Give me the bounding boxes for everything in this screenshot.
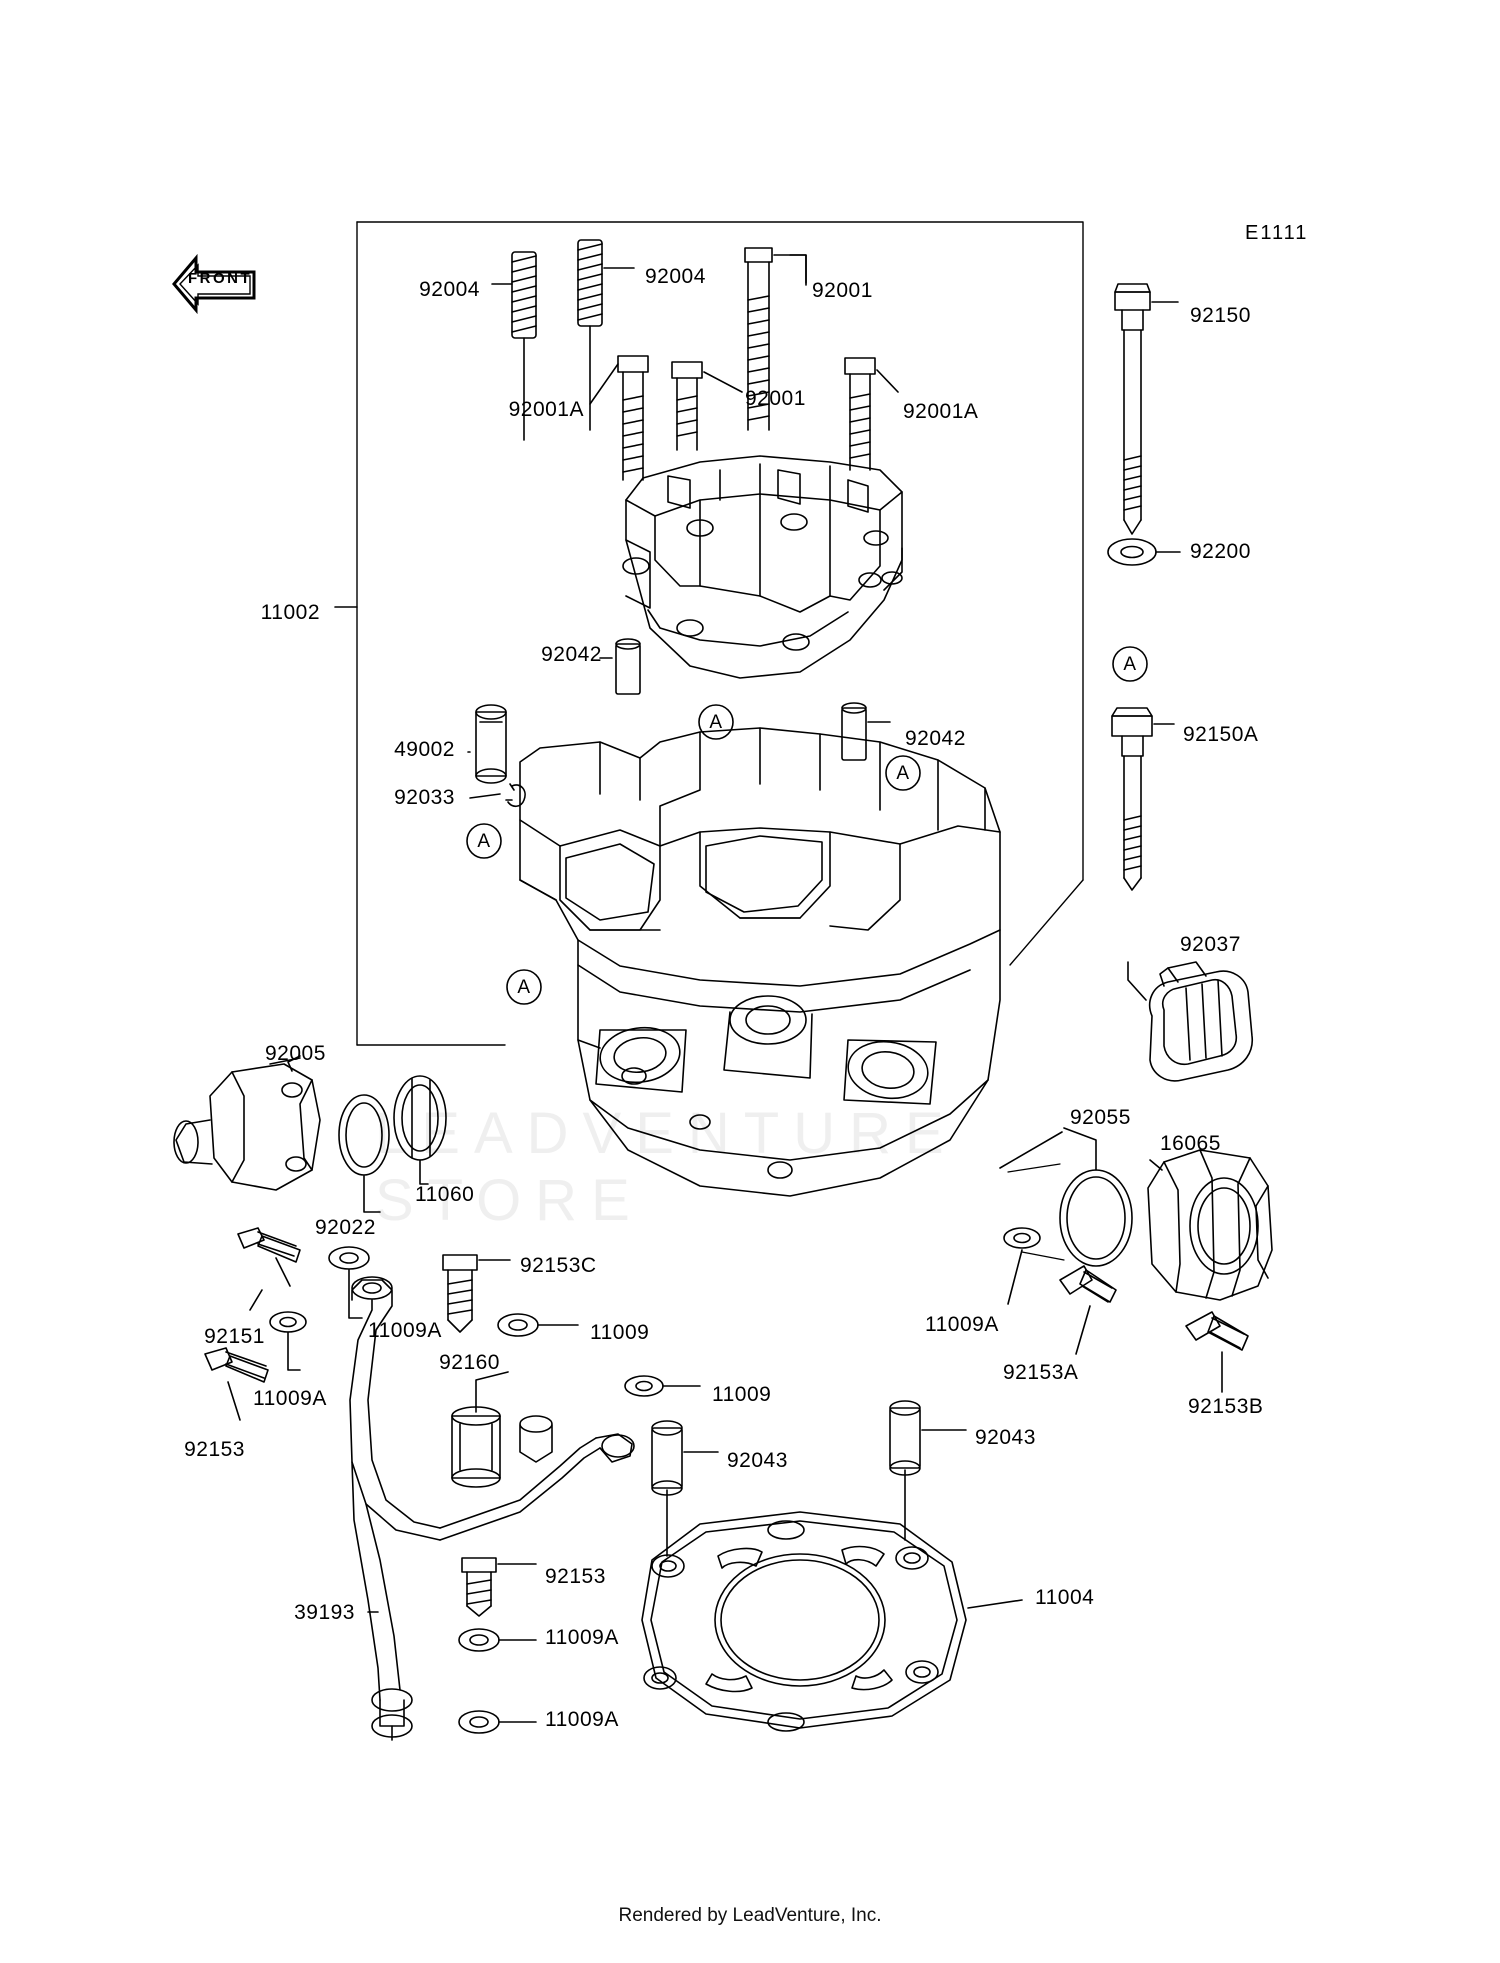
- diagram-code: E1111: [1245, 222, 1309, 244]
- callout-92153-left: 92153: [184, 1438, 245, 1461]
- part-11009A-3: [458, 1628, 500, 1652]
- part-92004-right: [577, 239, 603, 431]
- part-92022: [338, 1094, 390, 1176]
- callout-92033: 92033: [394, 786, 455, 809]
- callout-92043-left: 92043: [727, 1449, 788, 1472]
- callout-11009A-1: 11009A: [368, 1319, 442, 1342]
- front-direction-badge: FRONT: [168, 248, 260, 320]
- part-92153C: [442, 1254, 478, 1333]
- part-11060: [393, 1075, 447, 1161]
- callout-92150: 92150: [1190, 304, 1251, 327]
- callout-92153B: 92153B: [1188, 1395, 1264, 1418]
- part-92153B: [1185, 1311, 1249, 1351]
- callout-92004-left: 92004: [419, 278, 480, 301]
- mark-a-1: A: [1123, 654, 1137, 675]
- callout-11002: 11002: [260, 601, 320, 624]
- part-92043-right: [889, 1400, 921, 1476]
- part-92037: [1148, 961, 1253, 1082]
- callout-92150A: 92150A: [1183, 723, 1259, 746]
- footer-credit: Rendered by LeadVenture, Inc.: [618, 1905, 882, 1926]
- mark-a-4: A: [477, 831, 491, 852]
- mark-a-2: A: [709, 712, 723, 733]
- part-92150: [1114, 283, 1151, 535]
- callout-92151: 92151: [204, 1325, 265, 1348]
- part-11004: [641, 1511, 967, 1732]
- callout-11009A-3: 11009A: [253, 1387, 327, 1410]
- part-92160: [451, 1406, 501, 1488]
- part-39193: [349, 1276, 635, 1741]
- mark-a-3: A: [896, 763, 910, 784]
- callout-92055: 92055: [1070, 1106, 1131, 1129]
- part-92001A-right: [844, 357, 876, 471]
- part-92001A-left: [617, 355, 649, 481]
- part-92001-mid: [671, 361, 703, 451]
- part-11009A-1: [269, 1311, 307, 1333]
- front-label: FRONT: [188, 270, 253, 287]
- part-92153-pipe: [461, 1557, 497, 1617]
- part-11009A-5: [1003, 1227, 1041, 1249]
- part-92004-left: [511, 251, 537, 441]
- callout-92037: 92037: [1180, 933, 1241, 956]
- callout-92153A: 92153A: [1003, 1361, 1079, 1384]
- part-11009-1: [497, 1313, 539, 1337]
- part-92042-left: [615, 638, 641, 695]
- part-92055: [1059, 1169, 1133, 1267]
- cylinder-head-body: [519, 727, 1001, 1197]
- part-92153A: [1059, 1265, 1117, 1303]
- part-11009-2: [624, 1375, 664, 1397]
- callout-92022: 92022: [315, 1216, 376, 1239]
- callout-16065: 16065: [1160, 1132, 1221, 1155]
- part-11009A-4: [458, 1710, 500, 1734]
- callout-11004: 11004: [1035, 1586, 1095, 1609]
- cylinder-head-cover: [622, 455, 903, 679]
- part-11009A-2: [328, 1246, 370, 1270]
- callout-92043-right: 92043: [975, 1426, 1036, 1449]
- part-92005: [173, 1063, 321, 1191]
- callout-39193: 39193: [294, 1601, 355, 1624]
- callout-92153C: 92153C: [520, 1254, 597, 1277]
- part-92150A: [1111, 707, 1153, 891]
- callout-92001-mid: 92001: [745, 387, 806, 410]
- callout-92160: 92160: [439, 1351, 500, 1374]
- part-92153-left: [204, 1347, 269, 1383]
- part-92001-top: [744, 247, 773, 431]
- callout-49002: 49002: [394, 738, 455, 761]
- callout-92005: 92005: [265, 1042, 326, 1065]
- callout-11009-1: 11009: [590, 1321, 650, 1344]
- callout-92153-pipe: 92153: [545, 1565, 606, 1588]
- part-92151: [237, 1227, 301, 1263]
- part-49002: [475, 704, 507, 784]
- part-92042-right: [841, 702, 867, 761]
- callout-92001A-right: 92001A: [903, 400, 979, 423]
- callout-11009-2: 11009: [712, 1383, 772, 1406]
- callout-92200: 92200: [1190, 540, 1251, 563]
- callout-11009A-4: 11009A: [545, 1626, 619, 1649]
- callout-92042-right: 92042: [905, 727, 966, 750]
- callout-11060: 11060: [415, 1183, 475, 1206]
- part-92200: [1107, 538, 1157, 566]
- front-arrow-icon: [172, 253, 256, 315]
- callout-11009A-2: 11009A: [925, 1313, 999, 1336]
- part-92033: [505, 783, 526, 808]
- callout-92001-top: 92001: [812, 279, 873, 302]
- callout-92001A-left: 92001A: [508, 398, 584, 421]
- callout-11009A-5: 11009A: [545, 1708, 619, 1731]
- callout-92004-right: 92004: [645, 265, 706, 288]
- part-92043-left: [651, 1420, 683, 1496]
- callout-92042-left: 92042: [541, 643, 602, 666]
- part-16065: [1147, 1149, 1273, 1301]
- mark-a-5: A: [517, 977, 531, 998]
